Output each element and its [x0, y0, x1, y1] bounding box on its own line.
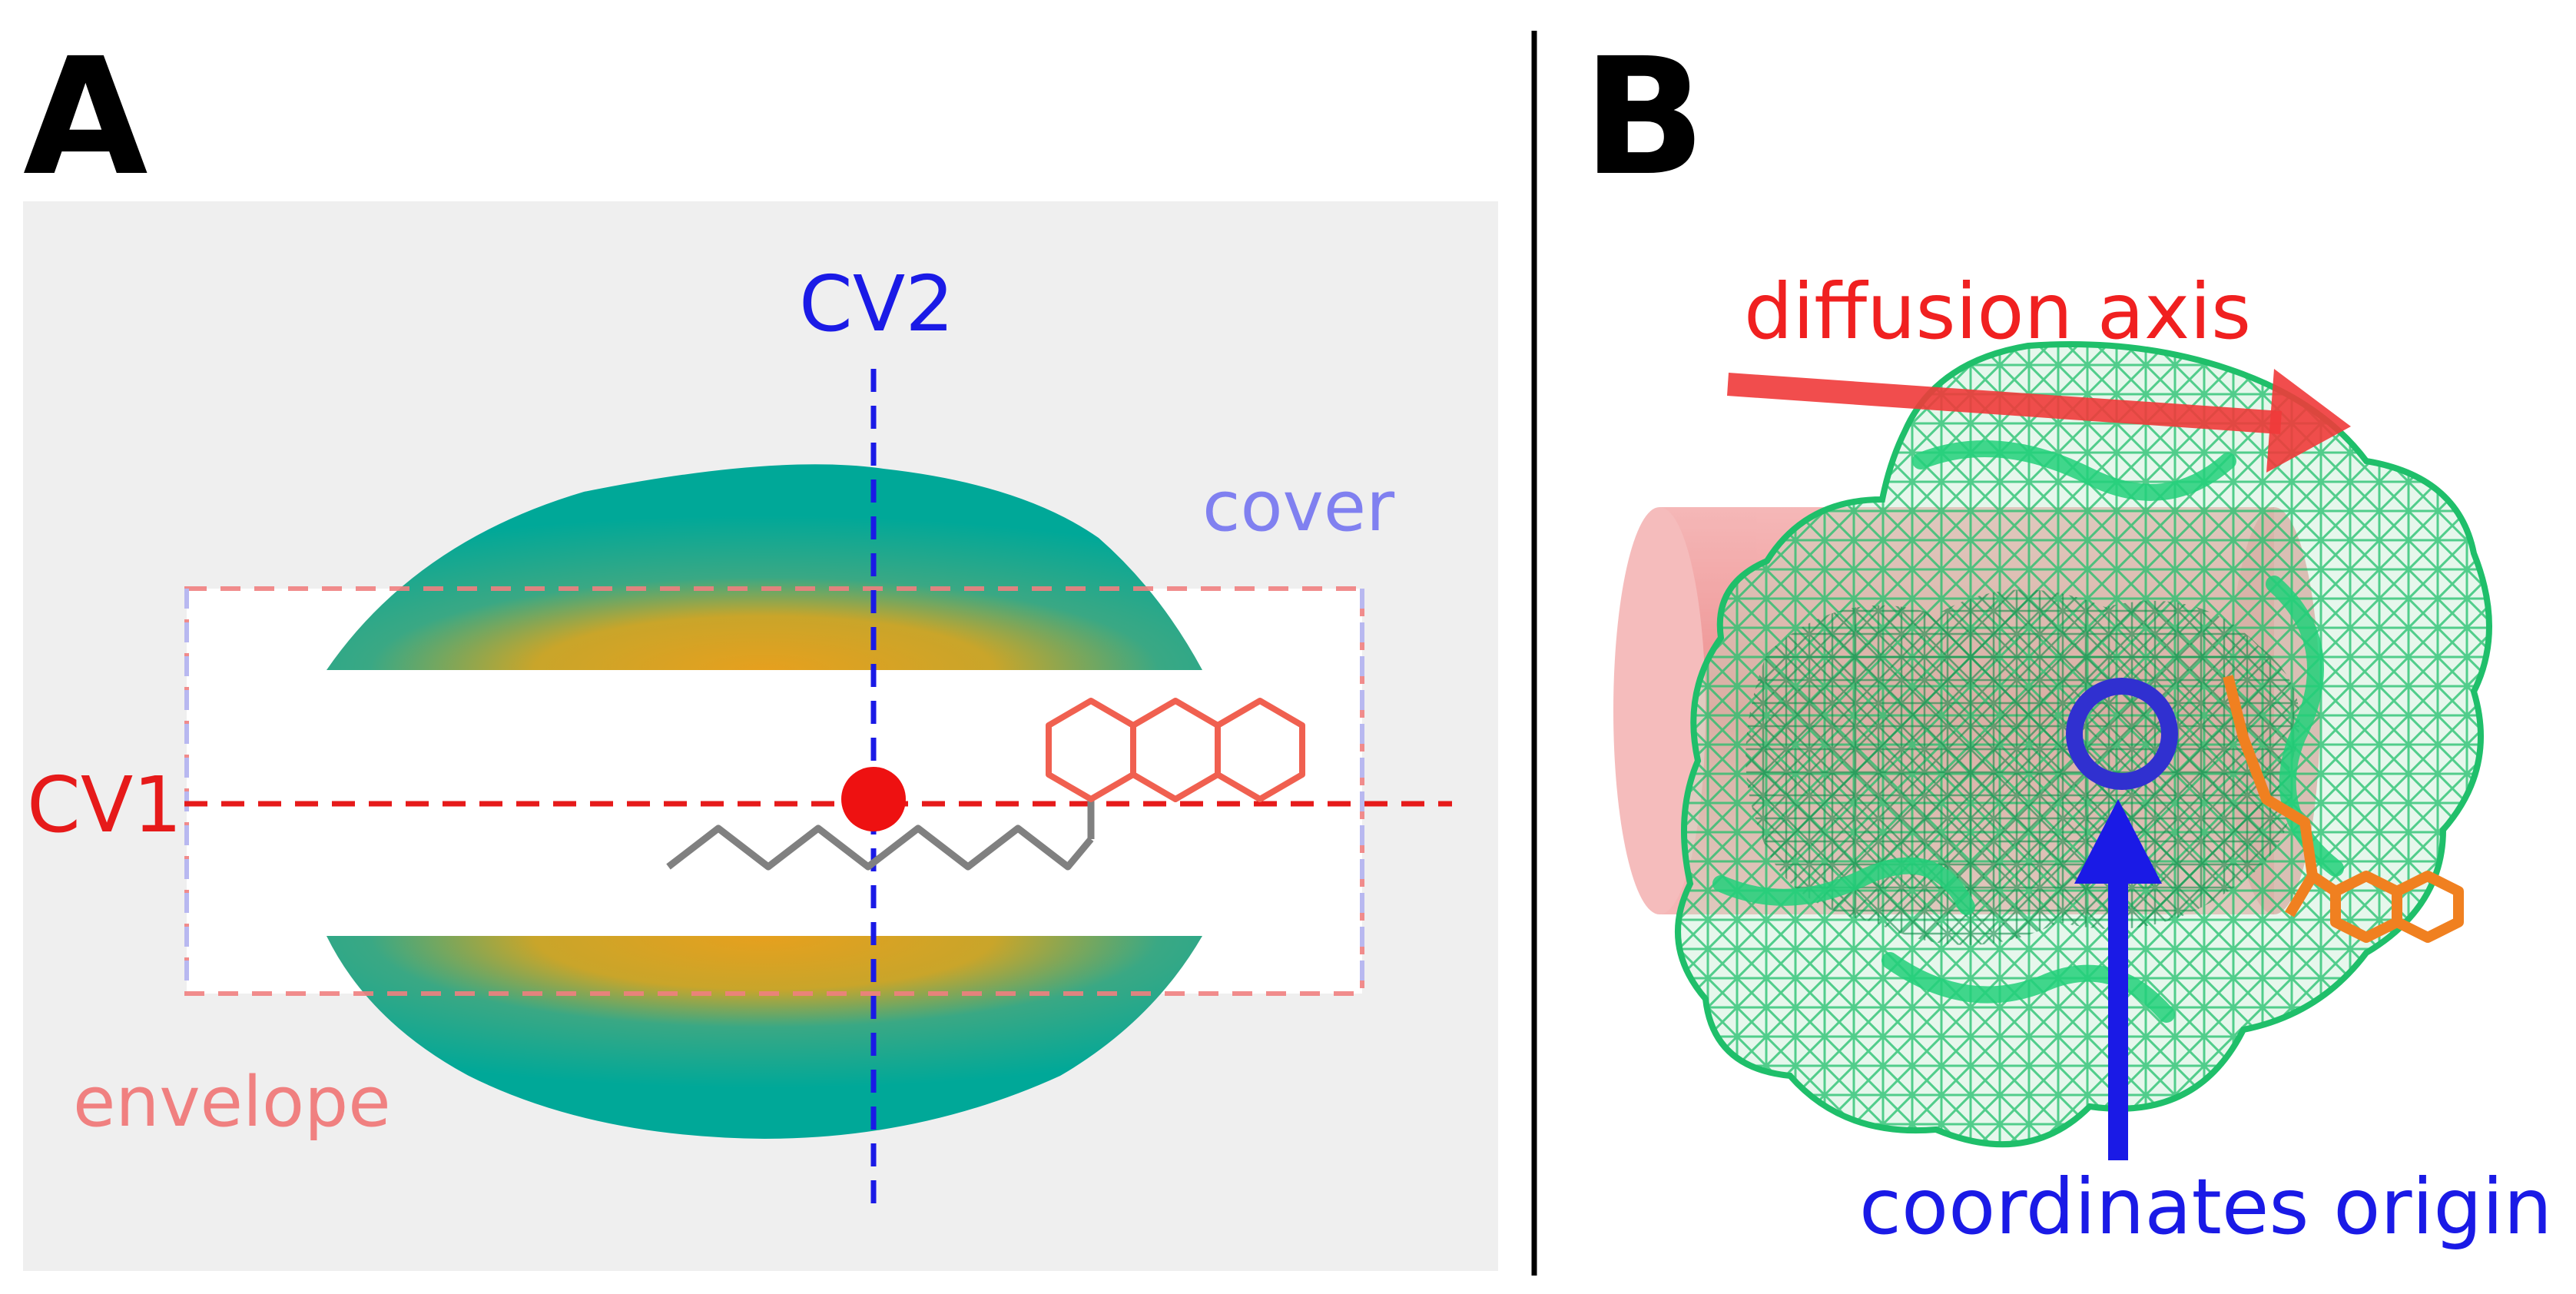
molecule-ring-3: [1215, 698, 1305, 802]
origin-arrow: [2074, 799, 2162, 1160]
ligand-chain: [2223, 675, 2318, 917]
ribbon-3: [1712, 857, 1975, 915]
molecule-rings: [1046, 698, 1305, 802]
ligand: [2223, 675, 2464, 943]
panel-b: B: [1583, 23, 2552, 1252]
ligand-ring-2: [2392, 871, 2464, 943]
cv2-label: CV2: [799, 259, 954, 349]
origin-dot: [841, 767, 906, 831]
cover-label: cover: [1202, 466, 1394, 547]
panel-b-letter: B: [1583, 23, 1706, 211]
ribbon-4: [1881, 952, 2175, 1023]
coordinates-origin-label: coordinates origin: [1859, 1162, 2552, 1252]
ribbon-1: [1912, 440, 2236, 501]
upper-lens: [327, 464, 1202, 670]
protein-mesh-inner: [1746, 589, 2300, 945]
diffusion-axis-arrow: [1727, 369, 2351, 473]
panel-a: A CV2 CV1 cover envelope: [23, 23, 1498, 1271]
diffusion-arrow-head: [2266, 369, 2351, 473]
ligand-link: [2309, 871, 2339, 896]
envelope-label: envelope: [73, 1062, 391, 1143]
origin-ring: [2066, 678, 2178, 790]
origin-arrow-shaft: [2108, 861, 2128, 1160]
cv1-label: CV1: [27, 760, 182, 850]
diffusion-arrow-shaft: [1727, 373, 2282, 434]
origin-arrow-head: [2074, 799, 2162, 884]
molecule-chain: [666, 825, 1094, 871]
envelope-box: [184, 586, 1364, 996]
lower-lens: [327, 936, 1202, 1139]
panel-a-letter: A: [23, 23, 148, 211]
diffusion-axis-label: diffusion axis: [1744, 267, 2251, 357]
